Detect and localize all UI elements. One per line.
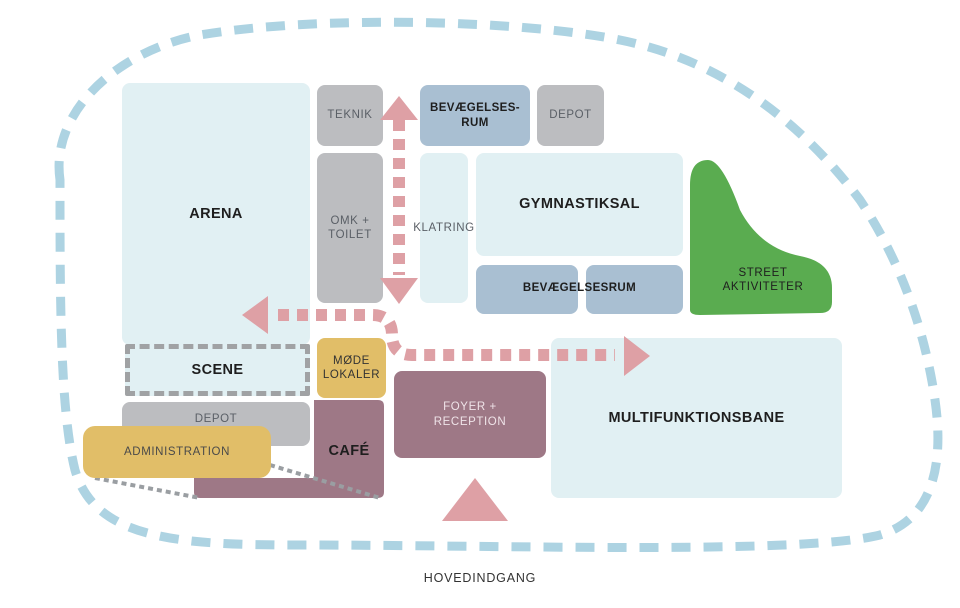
- arrow-head-down: [380, 278, 418, 304]
- horizontal-circulation-line: [278, 309, 615, 361]
- cafe-shape: [194, 400, 384, 498]
- arrow-head-right: [624, 336, 650, 376]
- teknik-label: TEKNIK: [327, 109, 373, 122]
- room-bevaegelsesrum-bottom-left: [476, 265, 578, 314]
- omk-toilet-label: OMK + TOILET: [328, 214, 372, 241]
- dotted-guide-right: [269, 463, 381, 500]
- room-teknik: TEKNIK: [317, 85, 383, 146]
- room-administration: ADMINISTRATION: [83, 426, 271, 478]
- room-bevaegelsesrum-top: BEVÆGELSES- RUM: [420, 85, 530, 146]
- room-depot-top: DEPOT: [537, 85, 604, 146]
- depot-bottom-label: DEPOT: [194, 413, 238, 425]
- room-multifunktionsbane: MULTIFUNKTIONSBANE: [551, 338, 842, 498]
- main-entrance-label: HOVEDINDGANG: [423, 571, 537, 585]
- mode-lokaler-label: MØDE LOKALER: [322, 354, 381, 381]
- room-mode-lokaler: MØDE LOKALER: [317, 338, 386, 398]
- foyer-label: FOYER + RECEPTION: [433, 401, 507, 428]
- klatring-label: KLATRING: [413, 221, 475, 234]
- depot-top-label: DEPOT: [549, 109, 592, 122]
- room-omk-toilet: OMK + TOILET: [317, 153, 383, 303]
- street-activity-label-box: STREET AKTIVITETER: [700, 258, 826, 302]
- cafe-label: CAFÉ: [328, 443, 370, 459]
- room-foyer-reception: FOYER + RECEPTION: [394, 371, 546, 458]
- room-gymnastiksal: GYMNASTIKSAL: [476, 153, 683, 256]
- room-bevaegelsesrum-bottom-right: [586, 265, 683, 314]
- bevaegelsesrum-top-label: BEVÆGELSES- RUM: [429, 102, 521, 129]
- street-activity-area: [690, 160, 832, 315]
- street-label: STREET AKTIVITETER: [722, 266, 804, 293]
- arena-label: ARENA: [189, 205, 243, 222]
- room-arena: ARENA: [122, 83, 310, 345]
- bevaegelsesrum-bottom-label: BEVÆGELSESRUM: [522, 282, 637, 294]
- room-klatring: KLATRING: [413, 153, 474, 303]
- arrow-head-left: [242, 296, 268, 334]
- administration-label: ADMINISTRATION: [124, 445, 230, 458]
- site-outline: [54, 17, 943, 552]
- gymnastiksal-label: GYMNASTIKSAL: [519, 196, 640, 213]
- room-scene: SCENE: [125, 344, 310, 396]
- arrow-head-up: [380, 96, 418, 120]
- multifunktionsbane-label: MULTIFUNKTIONSBANE: [608, 409, 785, 426]
- scene-label: SCENE: [191, 361, 244, 378]
- entrance-arrow: [442, 478, 508, 521]
